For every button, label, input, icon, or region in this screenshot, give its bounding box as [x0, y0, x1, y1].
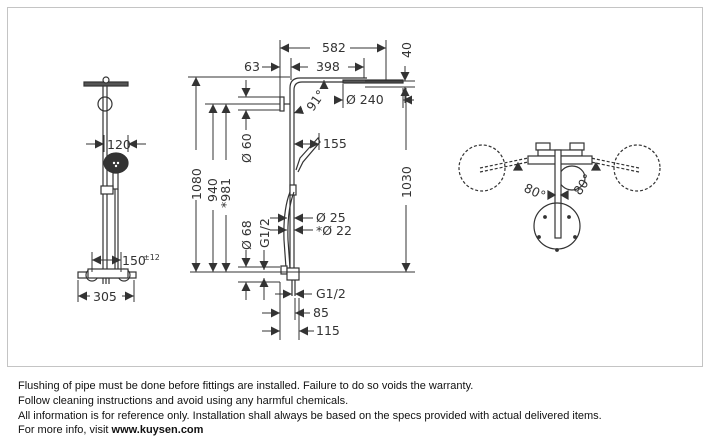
dim-head-height — [365, 66, 415, 103]
label-connection-tolerance: ±12 — [143, 253, 160, 262]
label-total-height: 1080 — [189, 168, 204, 200]
thermostatic-mixer-front — [77, 268, 137, 284]
dim-arm-length — [290, 58, 365, 80]
label-total-width: 582 — [322, 40, 346, 55]
dim-head-diameter — [334, 84, 414, 108]
note-more-info: For more info, visit www.kuysen.com — [18, 423, 602, 438]
dim-angle-arrow-side — [293, 105, 305, 115]
top-view — [458, 142, 661, 252]
swivel-position-left — [458, 144, 506, 192]
label-rail-height-alt: *981 — [218, 178, 233, 208]
overhead-shower-front — [83, 76, 129, 112]
label-projection-min: 85 — [313, 305, 329, 320]
label-rail-height: 940 — [205, 178, 220, 202]
dim-projection — [262, 282, 314, 340]
dim-rail-diameter — [270, 213, 313, 235]
dim-handshower-projection — [294, 133, 320, 150]
dim-rail-height — [205, 103, 280, 272]
label-rail-diameter-alt: *Ø 22 — [316, 223, 352, 238]
dim-total-height — [188, 76, 290, 272]
dim-mixer-width — [77, 280, 135, 302]
note-cleaning: Follow cleaning instructions and avoid u… — [18, 394, 349, 407]
label-handshower-projection: 155 — [323, 136, 347, 151]
wall-bracket — [279, 96, 285, 112]
label-head-to-mixer: 1030 — [399, 166, 414, 198]
dim-mixer-rosette — [238, 250, 280, 300]
swivel-position-right — [613, 144, 661, 192]
label-arm-angle: 91° — [303, 87, 328, 114]
front-view — [77, 76, 146, 302]
installation-notes: Flushing of pipe must be done before fit… — [18, 379, 602, 438]
rail-and-arm — [289, 77, 367, 272]
dim-connection-spacing — [91, 252, 122, 272]
label-swivel-left: 80° — [522, 180, 548, 203]
label-arm-length: 398 — [316, 59, 340, 74]
dim-wall-rosette — [238, 80, 280, 130]
label-outlet-thread: G1/2 — [316, 286, 346, 301]
label-mixer-width: 305 — [93, 289, 117, 304]
label-head-height: 40 — [399, 42, 414, 58]
note-more-info-prefix: For more info, visit — [18, 424, 112, 437]
riser-top — [554, 149, 562, 239]
label-projection-max: 115 — [316, 323, 340, 338]
label-connection-spacing: 150 — [122, 253, 146, 268]
label-rail-diameter: Ø 25 — [316, 210, 346, 225]
note-reference: All information is for reference only. I… — [18, 409, 602, 422]
label-handshower-diameter: 120 — [107, 137, 131, 152]
label-mixer-rosette-diameter: Ø 68 — [239, 220, 254, 250]
label-wall-rosette-diameter: Ø 60 — [239, 133, 254, 163]
website-link[interactable]: www.kuysen.com — [111, 424, 204, 437]
note-flushing: Flushing of pipe must be done before fit… — [18, 380, 474, 392]
handshower-side — [295, 136, 321, 173]
dim-total-width — [279, 40, 387, 100]
label-arm-offset: 63 — [244, 59, 260, 74]
label-head-diameter: Ø 240 — [346, 92, 384, 107]
mixer-side — [280, 265, 288, 275]
label-wall-thread: G1/2 — [257, 218, 272, 248]
dim-handshower-diameter — [86, 135, 146, 152]
